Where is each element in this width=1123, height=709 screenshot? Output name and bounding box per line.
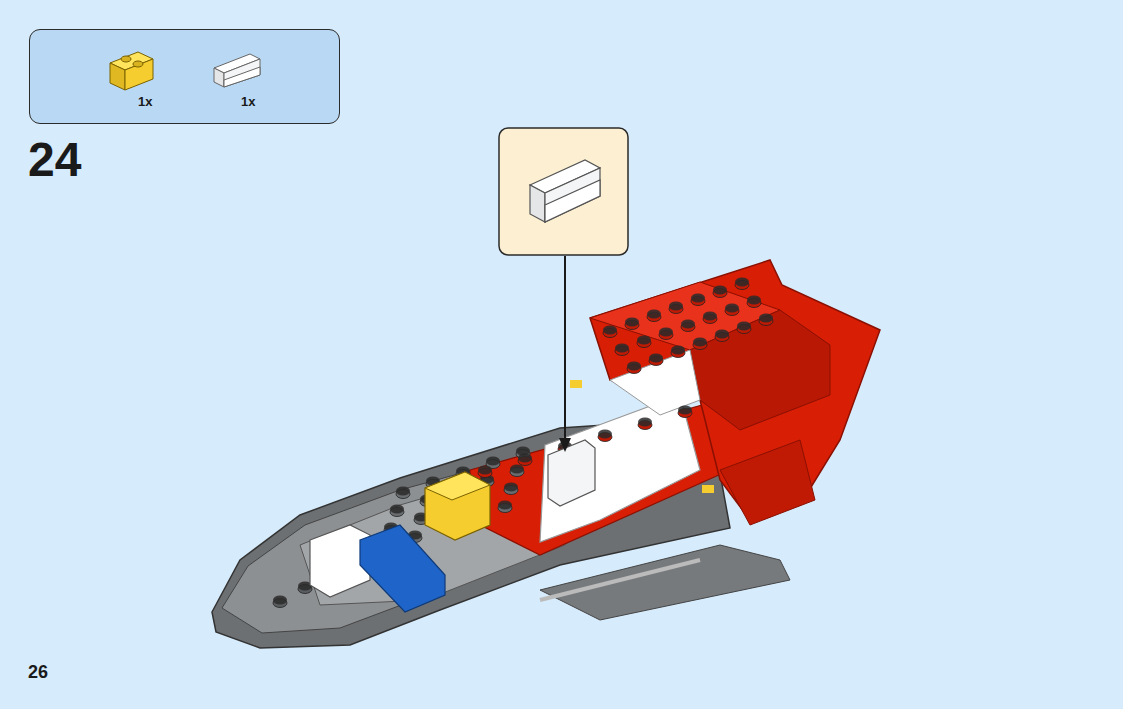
stud (713, 286, 727, 298)
step-number: 24 (28, 136, 81, 184)
red-frame (470, 260, 880, 555)
stud (737, 322, 751, 334)
stud (671, 346, 685, 358)
part-pictures (30, 30, 338, 122)
stud (735, 278, 749, 290)
stud (637, 336, 651, 348)
stud (615, 344, 629, 356)
stud (703, 312, 717, 324)
stud (390, 505, 404, 517)
stud (649, 354, 663, 366)
seat-part (530, 160, 600, 222)
part-count: 1x (138, 94, 152, 109)
stud (725, 304, 739, 316)
stud (603, 326, 617, 338)
stud (504, 483, 518, 495)
stud (478, 466, 492, 478)
stud (678, 406, 692, 418)
stud (715, 330, 729, 342)
page-number: 26 (28, 663, 48, 681)
stud (691, 294, 705, 306)
stud (518, 454, 532, 466)
stud (759, 314, 773, 326)
stud (273, 596, 287, 608)
stud (669, 302, 683, 314)
stud (510, 465, 524, 477)
stud (598, 430, 612, 442)
stud (638, 418, 652, 430)
callout-box (499, 128, 628, 255)
stud (498, 501, 512, 513)
stud (625, 318, 639, 330)
parts-panel: 1x 1x (29, 29, 340, 124)
studs (273, 278, 773, 608)
stud (647, 310, 661, 322)
part-count: 1x (241, 94, 255, 109)
stud (747, 296, 761, 308)
insertion-arrow (559, 256, 571, 452)
bricks (310, 440, 595, 612)
stud (681, 320, 695, 332)
stud (396, 487, 410, 499)
stud (627, 362, 641, 374)
stud (693, 338, 707, 350)
stud (659, 328, 673, 340)
